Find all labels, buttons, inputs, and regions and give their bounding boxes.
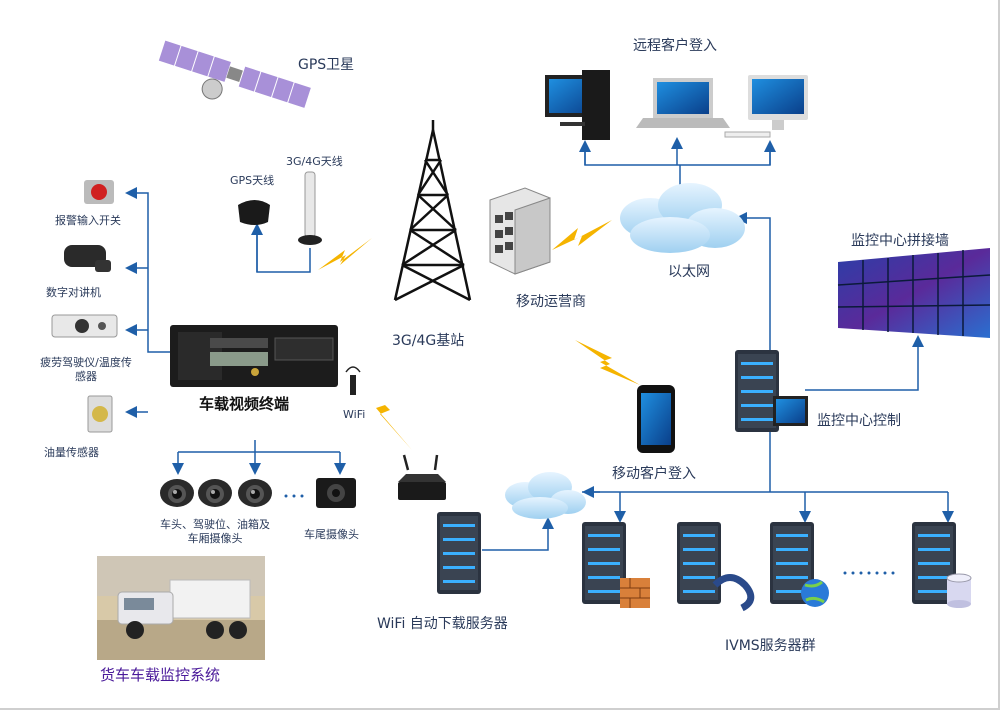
gps-satellite-icon — [157, 39, 313, 110]
imac-icon — [724, 75, 808, 138]
label-fatigue-sensor: 疲劳驾驶仪/温度传感器 — [40, 356, 132, 383]
globe-icon — [801, 579, 829, 607]
label-ethernet: 以太网 — [668, 264, 710, 280]
database-icon — [946, 573, 972, 608]
label-remote-client-login: 远程客户登入 — [633, 38, 717, 54]
label-gps-antenna: GPS天线 — [230, 174, 275, 187]
label-ivms-servers: IVMS服务器群 — [725, 638, 816, 654]
label-wifi-server: WiFi 自动下载服务器 — [377, 616, 508, 632]
wifi-router-icon — [398, 454, 446, 500]
label-base-station: 3G/4G基站 — [392, 333, 465, 349]
wifi-cloud-icon — [505, 472, 586, 519]
dome-camera-icons — [160, 479, 272, 507]
intercom-icon — [64, 245, 111, 272]
label-digital-intercom: 数字对讲机 — [46, 286, 101, 299]
alarm-switch-icon — [84, 180, 114, 204]
label-vehicle-terminal: 车载视频终端 — [199, 395, 290, 413]
gps-antenna-icon — [238, 200, 270, 225]
video-wall-icon — [837, 248, 991, 338]
label-rear-camera: 车尾摄像头 — [304, 528, 359, 541]
label-front-cameras: 车头、驾驶位、油箱及车厢摄像头 — [160, 518, 270, 545]
truck-photo — [97, 556, 265, 660]
filmstrip-icon — [712, 574, 755, 612]
label-oil-sensor: 油量传感器 — [44, 446, 99, 459]
monitor-server-icon — [735, 350, 808, 432]
wifi-antenna-icon — [345, 366, 361, 395]
label-mobile-operator: 移动运营商 — [516, 294, 586, 310]
cell-tower-icon — [393, 120, 472, 302]
label-monitor-control: 监控中心控制 — [817, 413, 901, 429]
vehicle-terminal-icon — [170, 325, 338, 387]
firewall-icon — [620, 578, 650, 608]
label-gps-satellite: GPS卫星 — [298, 57, 355, 73]
label-wifi: WiFi — [343, 408, 366, 421]
ivms-dots — [843, 571, 895, 575]
3g4g-antenna-icon — [298, 171, 322, 245]
label-video-wall: 监控中心拼接墙 — [851, 233, 949, 249]
oil-sensor-icon — [87, 395, 113, 433]
ethernet-cloud-icon — [620, 183, 745, 253]
laptop-icon — [636, 78, 730, 128]
desktop-pc-icon — [545, 70, 610, 140]
lightning-icons — [318, 220, 640, 450]
label-mobile-client-login: 移动客户登入 — [612, 466, 696, 482]
mobile-phone-icon — [637, 385, 675, 453]
operator-building-icon — [489, 187, 551, 275]
rear-camera-icon — [316, 478, 356, 508]
label-truck-system: 货车车载监控系统 — [100, 666, 221, 684]
label-alarm-switch: 报警输入开关 — [55, 214, 121, 227]
camera-dots — [284, 494, 304, 498]
fatigue-sensor-icon — [51, 314, 118, 338]
connection-lines — [125, 137, 954, 551]
label-3g4g-antenna: 3G/4G天线 — [286, 155, 343, 168]
wifi-server-icon — [437, 512, 481, 594]
